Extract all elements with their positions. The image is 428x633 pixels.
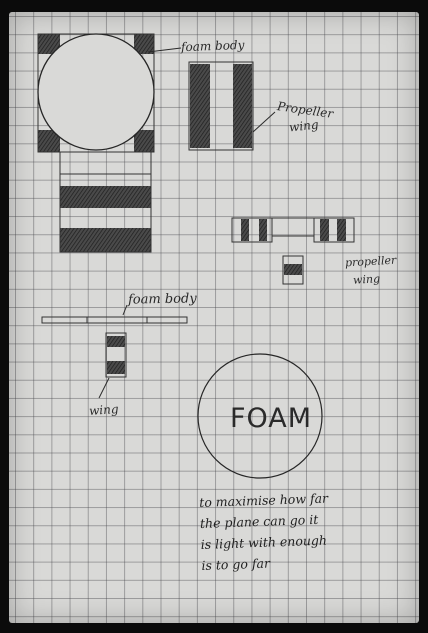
wing-left-stripe-b — [259, 219, 267, 241]
wing-label-top: wing — [288, 118, 319, 133]
wing-label-side: wing — [89, 403, 119, 417]
propeller-label-front: propeller — [345, 255, 397, 269]
foam-body-label-top: foam body — [181, 39, 245, 53]
side-wing-shade-top — [107, 336, 125, 347]
top-view-drawing — [38, 34, 275, 252]
foam-circle-label: FOAM — [230, 405, 312, 432]
side-wing-shade-bottom — [107, 361, 125, 374]
wing-right-stripe-b — [337, 219, 346, 241]
side-body-bar — [42, 317, 187, 323]
foam-body-label-side: foam body — [128, 292, 197, 306]
side-view-drawing — [42, 305, 187, 398]
tail-shade — [284, 264, 302, 275]
stem-stripe-2 — [60, 228, 151, 252]
stem-stripe-1 — [60, 186, 151, 208]
side-wing-leader — [99, 378, 109, 398]
propeller-blade-right — [233, 64, 252, 148]
side-body-leader — [123, 305, 127, 315]
wing-label-front: wing — [353, 273, 381, 285]
front-view-drawing — [232, 218, 354, 284]
wing-left-stripe-a — [241, 219, 249, 241]
stem-top-cap — [60, 152, 151, 174]
wing-right-stripe-a — [320, 219, 329, 241]
propeller-leader — [253, 112, 275, 132]
wing-center-box — [272, 218, 314, 236]
propeller-blade-left — [190, 64, 210, 148]
foam-body-circle — [38, 34, 154, 150]
graph-paper-sheet: foam body Propeller wing propeller wing … — [9, 12, 419, 623]
handwritten-note: to maximise how far the plane can go it … — [199, 487, 418, 578]
